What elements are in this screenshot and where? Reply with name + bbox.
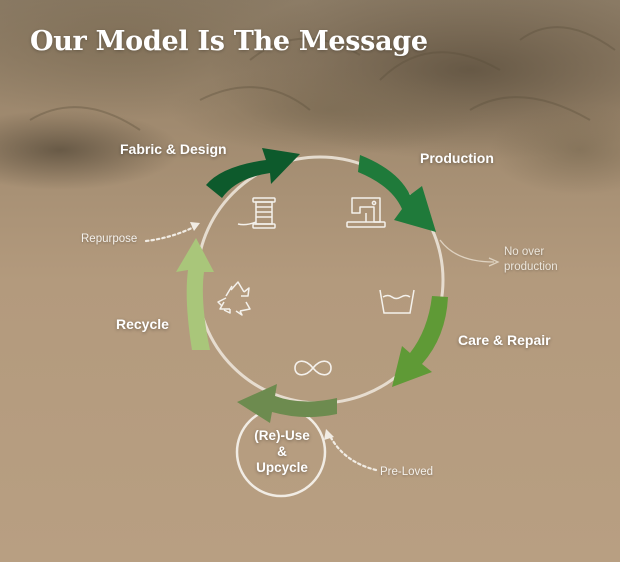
stage-label-reuse-upcycle: (Re)-Use & Upcycle <box>240 428 324 476</box>
infinity-icon <box>294 360 332 376</box>
recycle-arrow <box>176 238 214 350</box>
stage-label-recycle: Recycle <box>116 316 169 332</box>
reuse-upcycle-arrow <box>237 384 337 423</box>
reuse-label-line-2: & <box>277 444 287 459</box>
side-note-pre-loved: Pre-Loved <box>380 466 434 478</box>
sewing-machine-icon <box>346 197 386 228</box>
reuse-label-line-3: Upcycle <box>256 460 308 475</box>
no-over-line-2: production <box>504 261 558 273</box>
recycle-icon <box>217 281 251 316</box>
thread-spool-icon <box>237 197 276 229</box>
no-over-production-arrowhead <box>488 257 500 267</box>
fabric-design-arrow <box>206 148 300 198</box>
care-repair-arrow <box>392 296 448 387</box>
washing-tub-icon <box>379 289 415 314</box>
pre-loved-arrow <box>328 434 378 472</box>
side-note-no-over-production: No over production <box>504 245 558 275</box>
stage-label-care-repair: Care & Repair <box>458 332 551 348</box>
production-arrow <box>358 155 436 232</box>
page-title: Our Model Is The Message <box>30 26 428 57</box>
no-over-production-arrow <box>439 239 495 263</box>
no-over-line-1: No over <box>504 246 545 258</box>
stage-label-production: Production <box>420 150 494 166</box>
repurpose-arrow <box>144 224 198 243</box>
pre-loved-arrowhead <box>324 429 334 440</box>
repurpose-arrowhead <box>190 222 200 231</box>
stage-label-fabric-design: Fabric & Design <box>120 141 227 157</box>
reuse-label-line-1: (Re)-Use <box>254 428 310 443</box>
side-note-repurpose: Repurpose <box>81 233 138 245</box>
